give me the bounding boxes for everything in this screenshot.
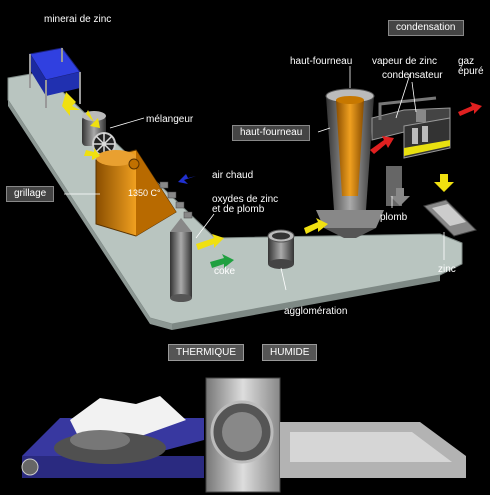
label-condensation: condensation [388,20,464,36]
bottom-scene [0,368,490,495]
cyclone [170,218,192,302]
label-haut-fourneau-box: haut-fourneau [232,125,311,141]
agglomeration-unit [267,229,295,269]
mixer [82,111,116,156]
ore-hopper [29,47,81,108]
label-temperature: 1350 C° [128,188,161,198]
zinc-ingots [423,199,477,237]
blast-furnace [316,88,384,238]
label-haut-fourneau-top: haut-fourneau [290,56,353,67]
condenser [371,96,451,206]
humide-button[interactable]: HUMIDE [262,344,318,361]
label-oxydes-1: oxydes de zinc [212,194,279,205]
label-air-chaud: air chaud [212,170,254,181]
label-plomb: plomb [380,212,408,223]
leader-lines [64,66,445,291]
flow-arrows [62,92,482,268]
label-agglomeration: agglomération [284,306,348,317]
roasting-furnace [95,149,193,237]
label-gaz-1: gaz [458,56,475,67]
label-melangeur: mélangeur [146,114,194,125]
thermique-button[interactable]: THERMIQUE [168,344,244,361]
label-condensateur: condensateur [382,70,443,81]
label-coke: coke [214,266,236,277]
label-zinc: zinc [438,264,456,275]
label-oxydes-2: et de plomb [212,204,265,215]
label-vapeur: vapeur de zinc [372,56,438,67]
label-minerai: minerai de zinc [44,14,112,25]
label-gaz-2: épuré [458,66,484,77]
label-grillage: grillage [6,186,55,202]
